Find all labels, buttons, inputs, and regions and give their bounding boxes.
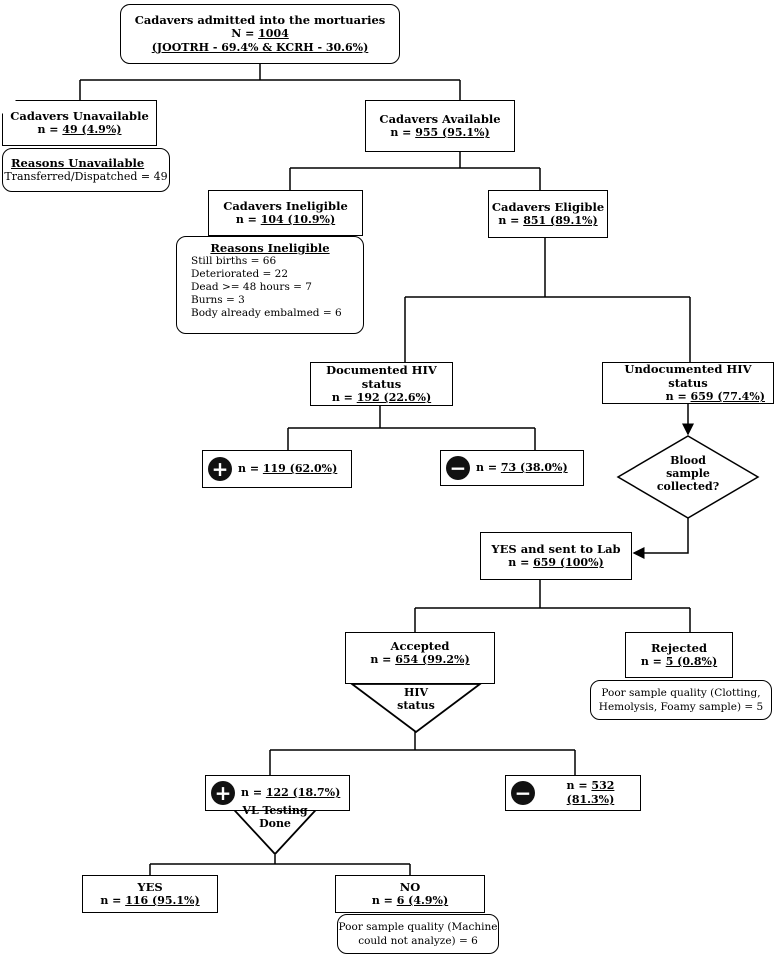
rejected-box: Rejected n = 5 (0.8%)	[625, 632, 733, 678]
rejected-reason-box: Poor sample quality (Clotting, Hemolysis…	[590, 680, 772, 720]
undocumented-n-prefix: n =	[665, 390, 691, 403]
unavailable-box: Cadavers Unavailable n = 49 (4.9%)	[2, 100, 157, 146]
rejected-reason-line1: Poor sample quality (Clotting,	[601, 687, 761, 699]
minus-sign-icon: −	[446, 456, 470, 480]
undocumented-box: Undocumented HIV status n = 659 (77.4%)	[602, 362, 774, 404]
ineligible-reasons-box: Reasons Ineligible Still births = 66 Det…	[176, 236, 364, 334]
accepted-title: Accepted	[390, 639, 450, 653]
documented-title: Documented HIV status	[326, 363, 437, 391]
ineligible-reason-2: Deteriorated = 22	[191, 268, 289, 280]
available-title: Cadavers Available	[379, 112, 501, 126]
hiv-status-triangle	[349, 683, 483, 734]
hiv-status-line2: status	[397, 699, 435, 712]
sent-to-lab-n-prefix: n =	[508, 556, 534, 569]
available-n-prefix: n =	[390, 126, 416, 139]
eligible-n-prefix: n =	[498, 214, 524, 227]
vl-testing-label: VL Testing Done	[235, 804, 315, 830]
blood-decision-line2: sample	[666, 467, 710, 480]
sent-to-lab-title: YES and sent to Lab	[491, 542, 621, 556]
admitted-box: Cadavers admitted into the mortuaries N …	[120, 4, 400, 64]
vl-no-n-prefix: n =	[371, 894, 397, 907]
vl-testing-line2: Done	[259, 817, 291, 830]
accepted-n-prefix: n =	[370, 653, 396, 666]
sent-to-lab-n-value: 659 (100%)	[533, 556, 604, 569]
blood-decision-line1: Blood	[670, 454, 706, 467]
vl-no-box: NO n = 6 (4.9%)	[335, 875, 485, 913]
eligible-n-value: 851 (89.1%)	[523, 214, 598, 227]
admitted-title: Cadavers admitted into the mortuaries	[134, 13, 386, 27]
plus-sign-icon: +	[211, 781, 235, 805]
available-box: Cadavers Available n = 955 (95.1%)	[365, 100, 515, 152]
documented-positive-box: + n = 119 (62.0%)	[202, 450, 352, 488]
ineligible-reason-1: Still births = 66	[191, 255, 277, 267]
unavailable-n-value: 49 (4.9%)	[62, 123, 122, 136]
vl-no-n-value: 6 (4.9%)	[396, 894, 449, 907]
lab-positive-box: + n = 122 (18.7%)	[205, 775, 350, 811]
accepted-n-value: 654 (99.2%)	[395, 653, 470, 666]
hiv-status-line1: HIV	[403, 686, 429, 699]
rejected-title: Rejected	[650, 641, 708, 655]
documented-negative-box: − n = 73 (38.0%)	[440, 450, 584, 486]
vl-no-reason-line2: could not analyze) = 6	[358, 935, 478, 947]
admitted-n-prefix: N =	[231, 27, 259, 40]
eligible-title: Cadavers Eligible	[491, 200, 605, 214]
blood-decision-label: Blood sample collected?	[640, 454, 736, 493]
admitted-n-value: 1004	[258, 27, 289, 40]
lab-negative-n-prefix: n =	[566, 779, 592, 792]
sent-to-lab-box: YES and sent to Lab n = 659 (100%)	[480, 532, 632, 580]
documented-box: Documented HIV status n = 192 (22.6%)	[310, 362, 453, 406]
vl-no-title: NO	[399, 880, 421, 894]
doc-positive-n-value: 119 (62.0%)	[262, 462, 338, 475]
documented-n-value: 192 (22.6%)	[356, 391, 432, 404]
unavailable-n-prefix: n =	[37, 123, 63, 136]
lab-negative-box: − n = 532 (81.3%)	[505, 775, 641, 811]
ineligible-reason-3: Dead >= 48 hours = 7	[191, 281, 312, 293]
vl-no-reason-box: Poor sample quality (Machine could not a…	[337, 914, 499, 954]
rejected-reason-line2: Hemolysis, Foamy sample) = 5	[598, 701, 764, 713]
rejected-n-value: 5 (0.8%)	[665, 655, 718, 668]
unavailable-reasons-title: Reasons Unavailable	[11, 156, 145, 170]
lab-positive-n-prefix: n =	[241, 786, 266, 799]
hiv-status-label: HIV status	[376, 686, 456, 712]
ineligible-reasons-title: Reasons Ineligible	[210, 241, 330, 255]
vl-no-reason-line1: Poor sample quality (Machine	[338, 921, 498, 933]
admitted-breakdown: (JOOTRH - 69.4% & KCRH - 30.6%)	[151, 41, 369, 54]
rejected-n-prefix: n =	[640, 655, 666, 668]
minus-sign-icon: −	[511, 781, 535, 805]
undocumented-n-value: 659 (77.4%)	[690, 390, 765, 403]
eligible-box: Cadavers Eligible n = 851 (89.1%)	[488, 190, 608, 238]
unavailable-reasons-box: Reasons Unavailable Transferred/Dispatch…	[2, 148, 170, 192]
vl-yes-n-value: 116 (95.1%)	[125, 894, 200, 907]
undocumented-title: Undocumented HIV status	[624, 362, 752, 390]
blood-decision-line3: collected?	[656, 480, 720, 493]
ineligible-title: Cadavers Ineligible	[223, 199, 348, 213]
plus-sign-icon: +	[208, 457, 232, 481]
vl-yes-title: YES	[137, 880, 163, 894]
accepted-box: Accepted n = 654 (99.2%)	[345, 632, 495, 684]
vl-yes-box: YES n = 116 (95.1%)	[82, 875, 218, 913]
ineligible-n-prefix: n =	[235, 213, 261, 226]
doc-negative-n-value: 73 (38.0%)	[500, 461, 568, 474]
blood-decision-diamond	[616, 435, 760, 519]
lab-positive-n-value: 122 (18.7%)	[265, 786, 341, 799]
available-n-value: 955 (95.1%)	[415, 126, 490, 139]
ineligible-reason-4: Burns = 3	[191, 294, 245, 306]
ineligible-reason-5: Body already embalmed = 6	[191, 307, 342, 319]
doc-negative-n-prefix: n =	[476, 461, 501, 474]
ineligible-box: Cadavers Ineligible n = 104 (10.9%)	[208, 190, 363, 236]
documented-n-prefix: n =	[331, 391, 357, 404]
ineligible-n-value: 104 (10.9%)	[260, 213, 336, 226]
vl-testing-line1: VL Testing	[242, 804, 308, 817]
unavailable-title: Cadavers Unavailable	[10, 109, 149, 123]
lab-negative-n-value: 532 (81.3%)	[566, 779, 615, 806]
doc-positive-n-prefix: n =	[238, 462, 263, 475]
unavailable-reason: Transferred/Dispatched = 49	[4, 170, 168, 183]
vl-yes-n-prefix: n =	[100, 894, 126, 907]
